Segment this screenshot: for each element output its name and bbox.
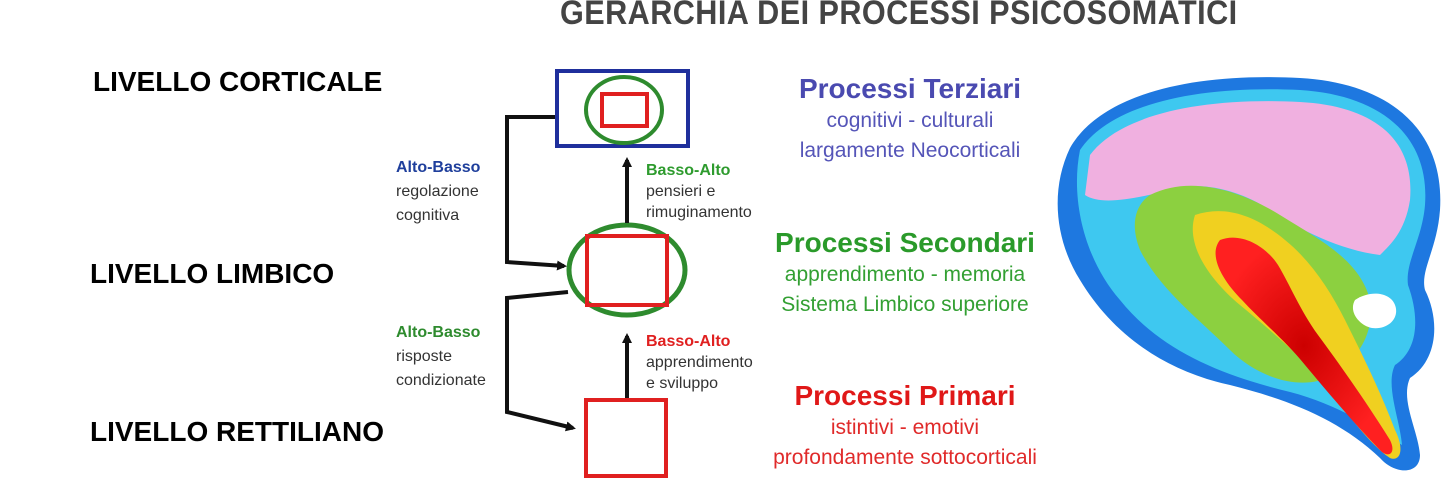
top-down-label-upper: Alto-Basso regolazione cognitiva [396,156,480,228]
process-primary-title: Processi Primari [794,380,1016,411]
bottom-up-label-lower: Basso-Alto apprendimento e sviluppo [646,331,753,394]
limbic-circle [566,222,688,318]
level-label-cortical: LIVELLO CORTICALE [93,66,383,97]
bottom-up-lower-line1: apprendimento [646,354,753,371]
brain-illustration [1057,77,1441,471]
top-down-arrow-upper [505,115,567,271]
top-down-upper-line1: regolazione [396,183,479,200]
process-primary: Processi Primari istintivi - emotivi pro… [750,379,1060,473]
limbic-circle-upper [584,75,664,145]
bottom-up-lower-head: Basso-Alto [646,333,731,350]
top-down-lower-head: Alto-Basso [396,324,481,341]
process-tertiary-line1: cognitivi - culturali [826,109,994,132]
bottom-up-upper-line1: pensieri e [646,183,716,200]
process-primary-line1: istintivi - emotivi [830,416,980,439]
bottom-up-upper-line2: rimuginamento [646,204,752,221]
reptilian-square-upper [600,92,649,128]
top-down-arrow-lower [505,290,576,432]
process-tertiary: Processi Terziari cognitivi - culturali … [760,72,1060,166]
process-tertiary-line2: largamente Neocorticali [799,139,1021,162]
process-secondary: Processi Secondari apprendimento - memor… [750,226,1060,320]
top-down-lower-line1: risposte [396,348,453,365]
level-label-limbic: LIVELLO LIMBICO [90,258,335,289]
bottom-up-lower-line2: e sviluppo [646,375,719,392]
reptilian-square [584,398,668,478]
level-label-reptilian: LIVELLO RETTILIANO [90,416,384,447]
bottom-up-label-upper: Basso-Alto pensieri e rimuginamento [646,160,752,223]
neocortex-box [555,69,690,148]
top-down-label-lower: Alto-Basso risposte condizionate [396,321,486,393]
cortical-level-shape [555,69,690,148]
process-tertiary-title: Processi Terziari [798,73,1022,104]
reptilian-square-middle [585,234,669,307]
process-secondary-title: Processi Secondari [775,227,1035,258]
process-secondary-line2: Sistema Limbico superiore [781,293,1029,316]
limbic-level-shape [566,222,688,318]
top-down-upper-head: Alto-Basso [396,159,481,176]
top-down-upper-line2: cognitiva [396,207,460,224]
page-title: GERARCHIA DEI PROCESSI PSICOSOMATICI [560,0,1238,32]
process-primary-line2: profondamente sottocorticali [773,446,1037,469]
top-down-lower-line2: condizionate [396,372,486,389]
bottom-up-upper-head: Basso-Alto [646,162,731,179]
process-secondary-line1: apprendimento - memoria [784,263,1026,286]
